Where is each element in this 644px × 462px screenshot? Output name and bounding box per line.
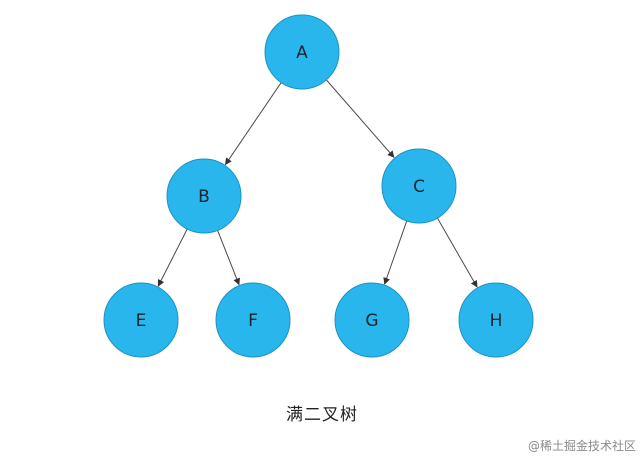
node-label: E bbox=[136, 311, 147, 331]
node-circle bbox=[381, 148, 457, 224]
edge-a-b bbox=[224, 82, 282, 166]
tree-node-b: B bbox=[166, 158, 242, 234]
node-circle bbox=[166, 158, 242, 234]
node-label: H bbox=[490, 311, 503, 331]
tree-node-c: C bbox=[381, 148, 457, 224]
tree-node-g: G bbox=[334, 282, 410, 358]
node-label: B bbox=[198, 187, 210, 207]
node-circle bbox=[103, 282, 179, 358]
node-label: F bbox=[248, 311, 258, 331]
node-circle bbox=[264, 14, 340, 90]
edge-b-e bbox=[157, 228, 188, 287]
tree-node-a: A bbox=[264, 14, 340, 90]
node-label: C bbox=[413, 177, 425, 197]
diagram-caption: 满二叉树 bbox=[286, 405, 358, 425]
watermark-text: @稀土掘金技术社区 bbox=[527, 439, 636, 453]
node-label: G bbox=[365, 311, 378, 331]
node-label: A bbox=[296, 43, 308, 63]
edge-b-f bbox=[217, 230, 240, 286]
tree-node-h: H bbox=[458, 282, 534, 358]
node-circle bbox=[215, 282, 291, 358]
node-circle bbox=[334, 282, 410, 358]
edge-c-g bbox=[383, 220, 408, 285]
node-layer: A B C E F G H bbox=[103, 14, 534, 358]
edge-a-c bbox=[325, 79, 395, 158]
node-circle bbox=[458, 282, 534, 358]
edge-c-h bbox=[437, 217, 478, 288]
tree-node-f: F bbox=[215, 282, 291, 358]
edge-layer bbox=[157, 79, 478, 288]
tree-node-e: E bbox=[103, 282, 179, 358]
